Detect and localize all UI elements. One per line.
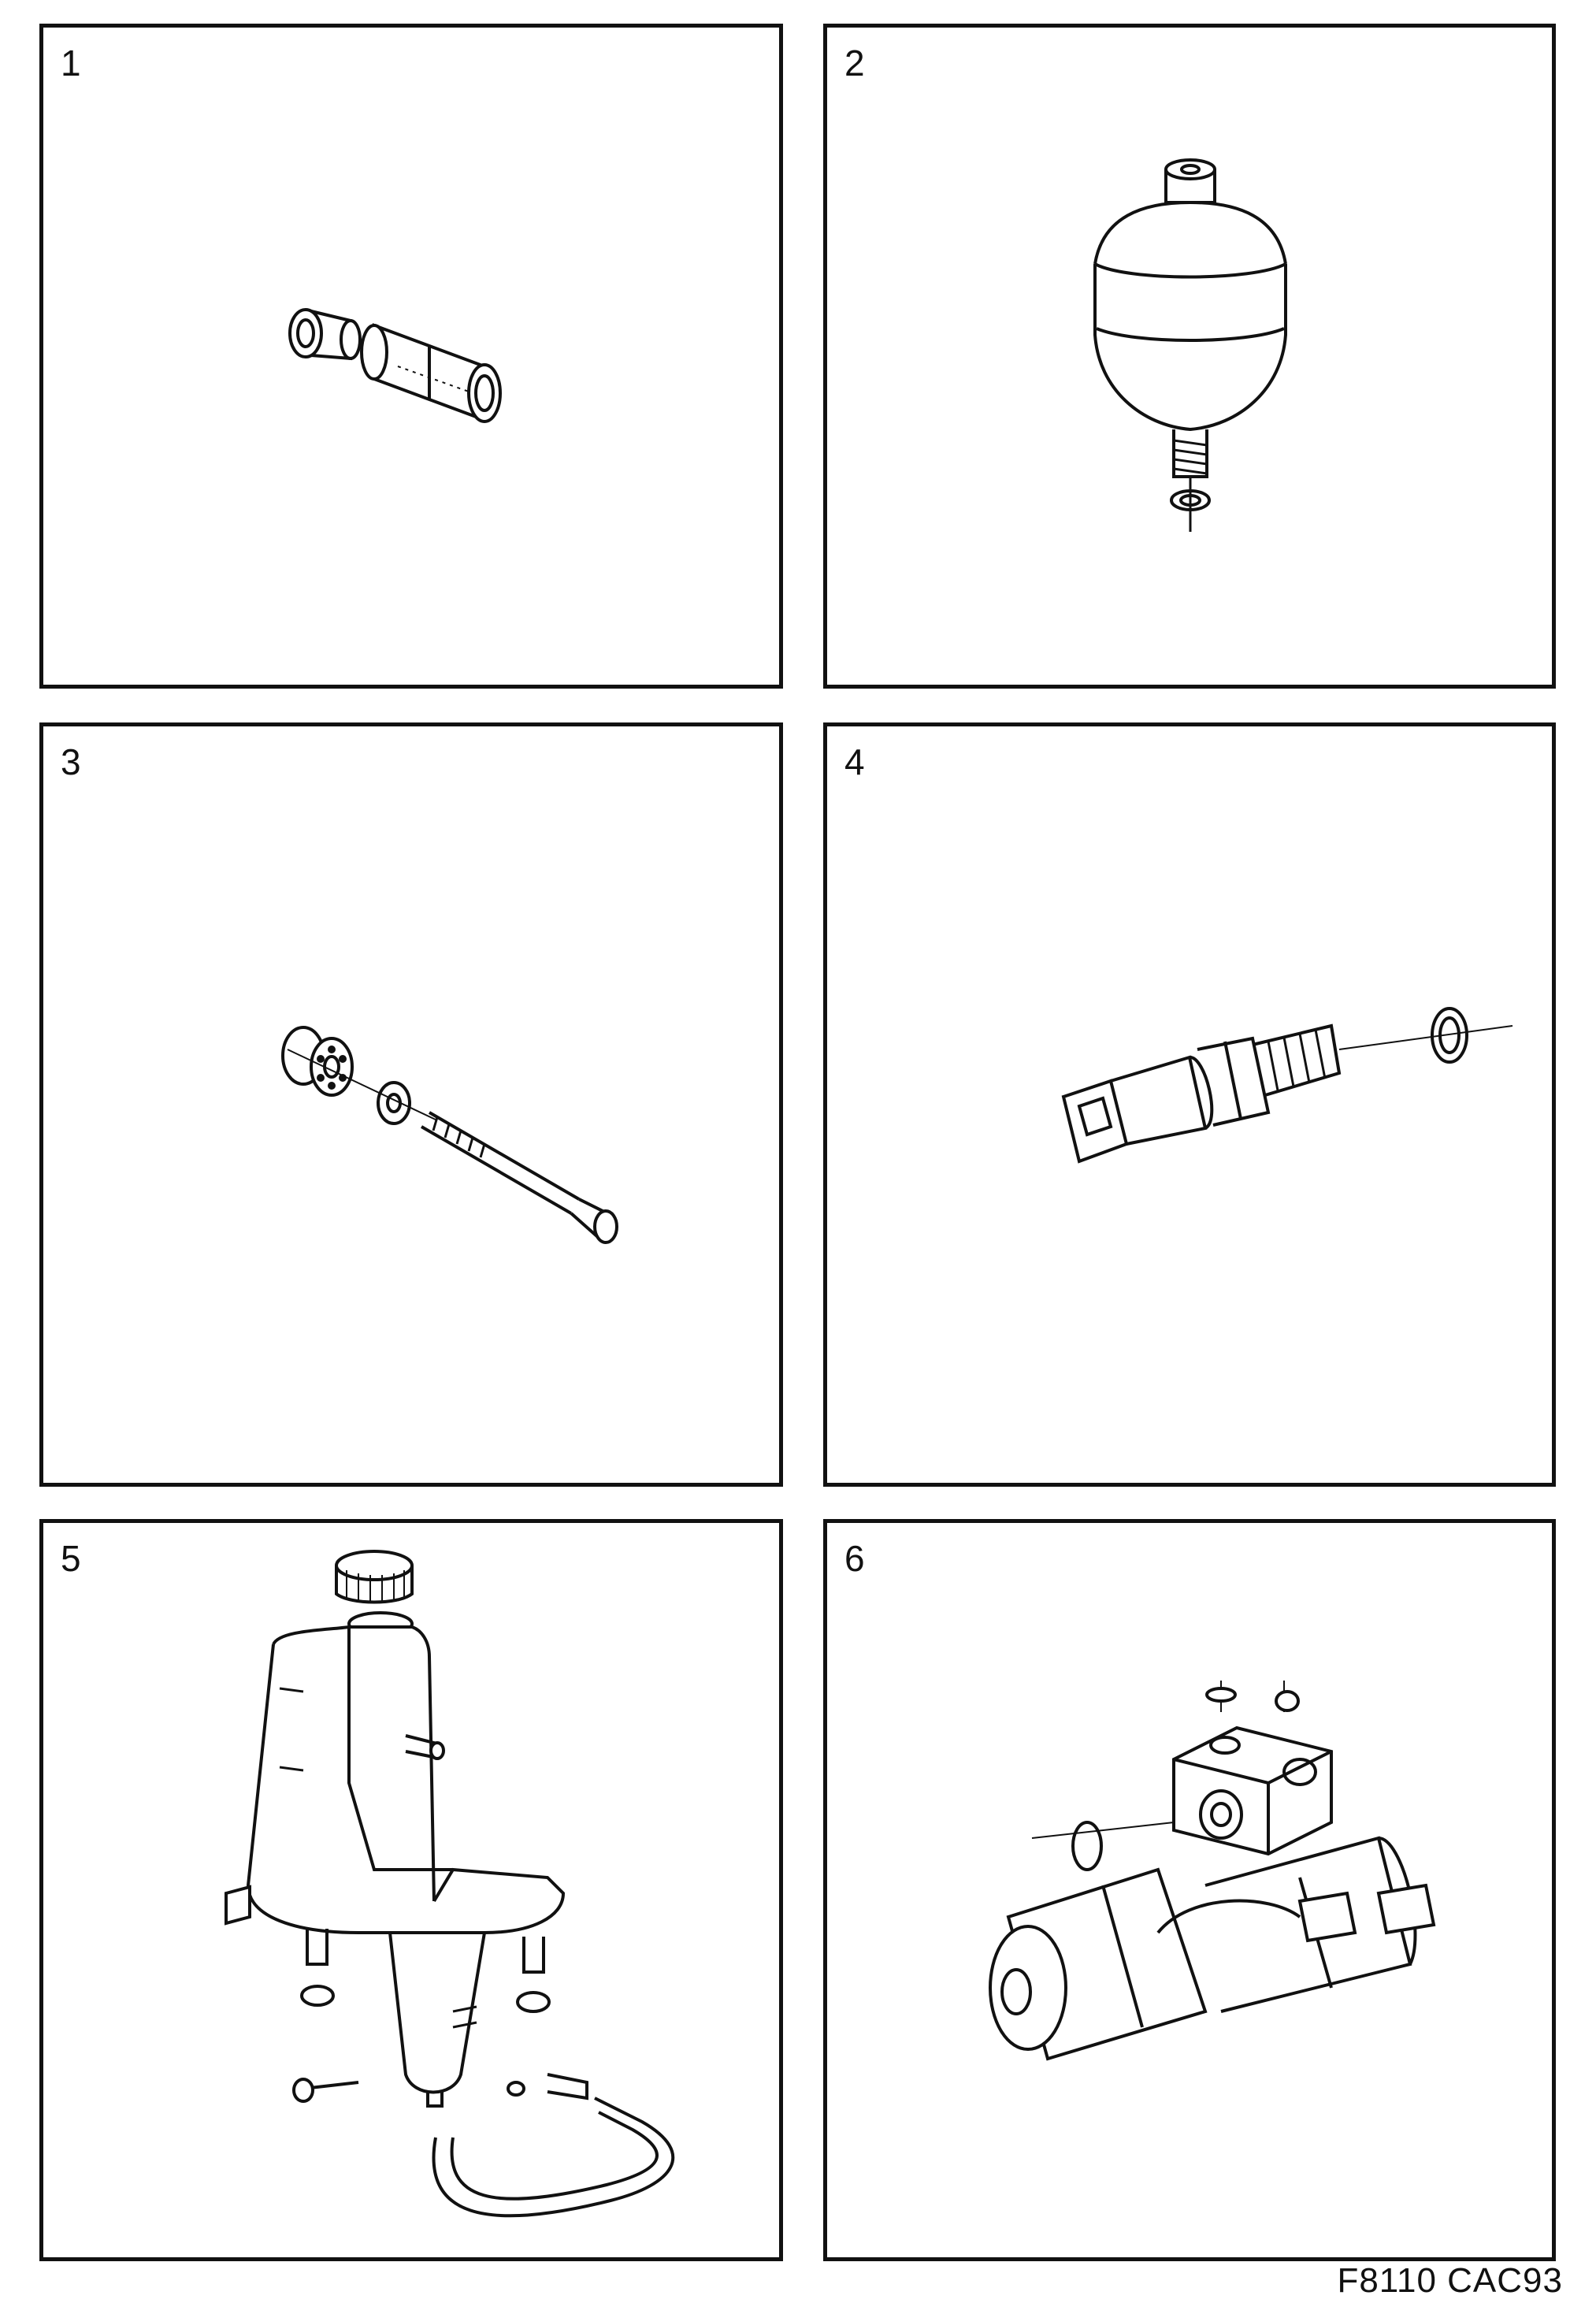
hydraulic-pump-unit-icon	[989, 1681, 1436, 2061]
panel-3: 3	[39, 722, 783, 1487]
panel-number: 4	[844, 741, 865, 782]
reference-code: F8110 CAC93	[1337, 2261, 1563, 2300]
bolt-with-grommet-icon	[281, 1026, 618, 1244]
panel-number: 5	[61, 1538, 81, 1579]
panel-2: 2	[823, 24, 1556, 689]
panel-6: 6	[823, 1519, 1556, 2261]
panel-1: 1	[39, 24, 783, 689]
panel-4: 4	[823, 722, 1556, 1487]
fluid-reservoir-icon	[225, 1550, 675, 2218]
pressure-switch-icon	[1061, 1007, 1513, 1164]
panel-number: 6	[844, 1538, 865, 1579]
panel-number: 3	[61, 741, 81, 782]
panel-number: 2	[844, 43, 865, 84]
panel-5: 5	[39, 1519, 783, 2261]
pipe-coupling-icon	[288, 308, 502, 423]
pressure-accumulator-icon	[1093, 158, 1287, 532]
panel-number: 1	[61, 43, 81, 84]
